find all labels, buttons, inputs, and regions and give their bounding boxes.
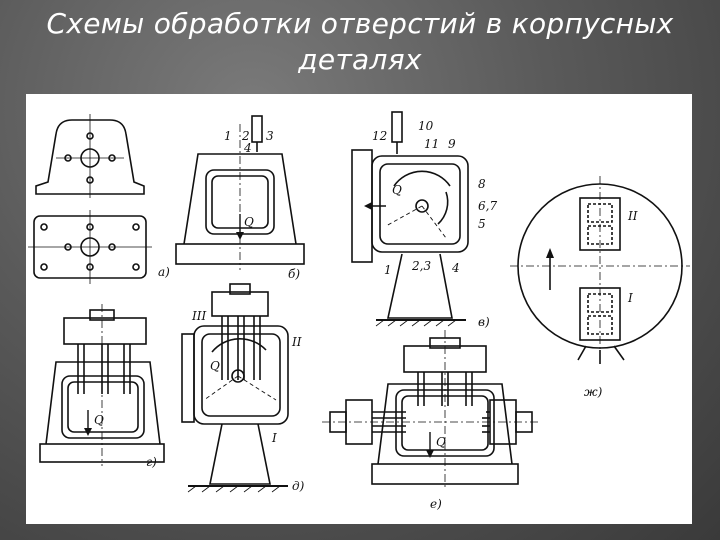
svg-text:10: 10 xyxy=(418,119,434,133)
caption-b: б) xyxy=(288,267,300,281)
caption-g: г) xyxy=(146,455,157,469)
svg-text:I: I xyxy=(271,431,277,445)
svg-text:2,3: 2,3 xyxy=(411,259,431,273)
figure-sheet: а) Q 1 2 3 4 б) Q 12 10 xyxy=(26,94,692,524)
svg-text:1: 1 xyxy=(384,263,392,277)
scheme-b-tool xyxy=(251,115,263,143)
svg-text:Q: Q xyxy=(210,359,220,373)
scheme-v-column xyxy=(387,253,453,319)
scheme-a-front-view xyxy=(35,119,145,195)
svg-text:Q: Q xyxy=(94,413,104,427)
scheme-a: а) xyxy=(28,114,170,284)
scheme-d-column xyxy=(209,423,271,485)
svg-text:6,7: 6,7 xyxy=(478,199,497,213)
svg-text:3: 3 xyxy=(266,129,274,143)
caption-a: а) xyxy=(158,265,170,279)
scheme-v: Q 12 10 11 9 8 6,7 5 1 2,3 4 в) xyxy=(351,111,497,329)
svg-text:Q: Q xyxy=(436,435,446,449)
caption-zh: ж) xyxy=(584,385,603,399)
scheme-g-spindle-head xyxy=(63,317,147,345)
slide-title-line-1: Схемы обработки отверстий в корпусных xyxy=(46,7,674,40)
svg-text:5: 5 xyxy=(478,217,486,231)
svg-text:II: II xyxy=(627,209,638,223)
scheme-zh-station-one xyxy=(579,287,621,341)
svg-text:4: 4 xyxy=(451,261,460,275)
svg-text:4: 4 xyxy=(243,141,252,155)
caption-v: в) xyxy=(478,315,490,329)
machining-schemes-figure: а) Q 1 2 3 4 б) Q 12 10 xyxy=(28,111,690,511)
slide-title-line-2: деталях xyxy=(298,43,422,76)
svg-text:III: III xyxy=(191,309,206,323)
scheme-b-housing xyxy=(183,153,297,245)
svg-text:Q: Q xyxy=(244,215,254,229)
svg-text:11: 11 xyxy=(424,137,439,151)
svg-text:II: II xyxy=(291,335,302,349)
scheme-d: Q III II I д) xyxy=(181,283,305,493)
svg-text:8: 8 xyxy=(478,177,486,191)
caption-e: е) xyxy=(430,497,442,511)
scheme-v-tool xyxy=(391,111,403,143)
caption-d: д) xyxy=(292,479,305,493)
svg-text:2: 2 xyxy=(241,129,250,143)
slide-title: Схемы обработки отверстий в корпусных де… xyxy=(0,6,720,78)
svg-text:9: 9 xyxy=(448,137,456,151)
svg-text:12: 12 xyxy=(372,129,387,143)
scheme-b: Q 1 2 3 4 б) xyxy=(175,115,305,281)
scheme-g-housing xyxy=(45,361,161,445)
scheme-zh: II I ж) xyxy=(510,176,690,399)
svg-text:I: I xyxy=(627,291,633,305)
svg-text:1: 1 xyxy=(224,129,232,143)
scheme-d-spindle-head xyxy=(211,291,269,317)
scheme-zh-station-two xyxy=(579,197,621,251)
scheme-e: Q е) xyxy=(322,330,540,511)
scheme-g: Q г) xyxy=(39,304,165,469)
svg-text:Q: Q xyxy=(392,183,402,197)
